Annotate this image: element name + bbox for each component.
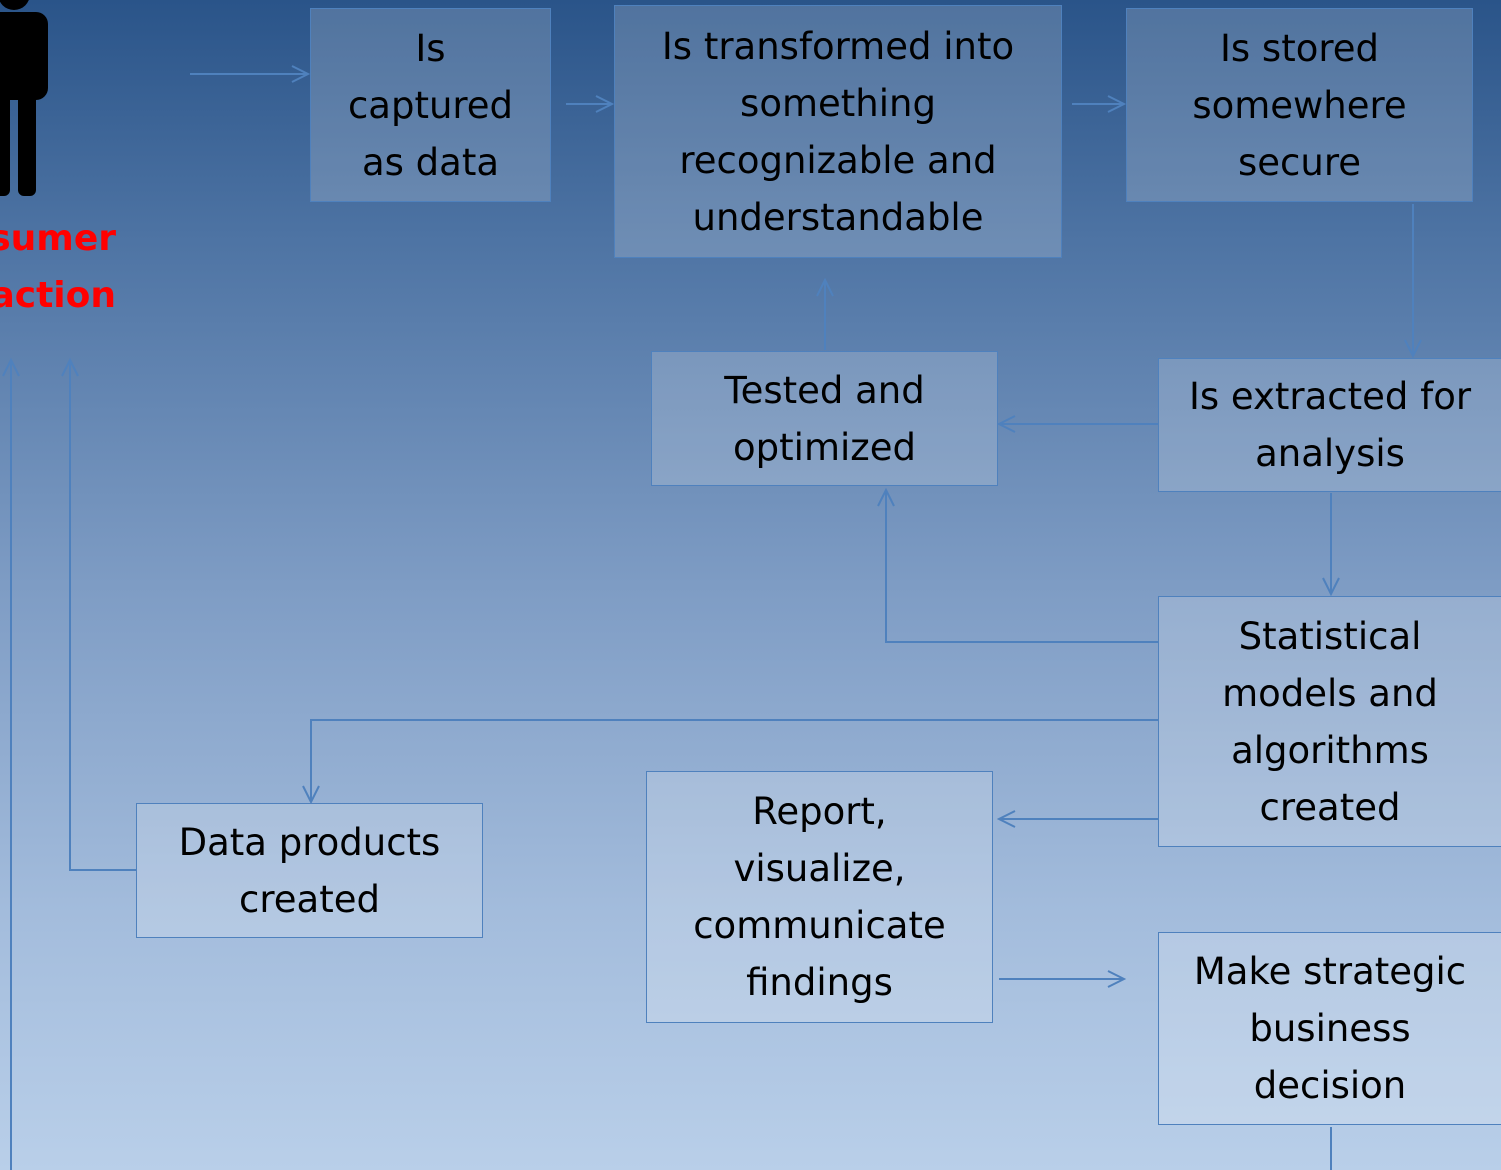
node-stored: Is stored somewhere secure	[1126, 8, 1473, 202]
actor-label: sumer action	[0, 210, 116, 324]
edge-captured-to-transformed	[566, 95, 615, 113]
node-stored-label: Is stored somewhere secure	[1192, 26, 1407, 184]
node-captured: Is captured as data	[310, 8, 551, 202]
node-extracted-label: Is extracted for analysis	[1188, 375, 1472, 475]
node-data-products: Data products created	[136, 803, 483, 938]
node-tested: Tested and optimized	[651, 351, 998, 486]
edge-data-products-to-actor	[61, 357, 136, 871]
node-data-products-label: Data products created	[178, 820, 441, 921]
node-transformed-label: Is transformed into something recognizab…	[661, 24, 1015, 239]
edge-report-to-decision	[999, 970, 1127, 988]
node-decision: Make strategic business decision	[1158, 932, 1501, 1125]
node-decision-label: Make strategic business decision	[1193, 950, 1467, 1107]
node-models-label: Statistical models and algorithms create…	[1222, 614, 1438, 829]
node-tested-label: Tested and optimized	[724, 368, 925, 469]
actor-label-line2: action	[0, 275, 116, 316]
actor-label-line1: sumer	[0, 218, 116, 259]
edge-extracted-to-models	[1322, 493, 1340, 597]
edge-stored-to-extracted	[1404, 204, 1422, 359]
node-captured-label: Is captured as data	[347, 26, 514, 184]
edge-models-to-tested	[877, 487, 1158, 643]
edge-decision-to-actor	[2, 357, 1332, 1170]
edge-tested-to-transformed	[816, 277, 834, 350]
node-report: Report, visualize, communicate findings	[646, 771, 993, 1023]
node-models: Statistical models and algorithms create…	[1158, 596, 1501, 847]
edge-actor-to-captured	[190, 65, 311, 83]
person-icon	[0, 0, 48, 196]
node-report-label: Report, visualize, communicate findings	[693, 790, 946, 1004]
edge-transformed-to-stored	[1072, 95, 1127, 113]
edge-extracted-to-tested	[996, 415, 1158, 433]
node-transformed: Is transformed into something recognizab…	[614, 5, 1062, 258]
node-extracted: Is extracted for analysis	[1158, 358, 1501, 492]
edge-models-to-data-products	[302, 719, 1158, 805]
edge-models-to-report	[996, 810, 1158, 828]
